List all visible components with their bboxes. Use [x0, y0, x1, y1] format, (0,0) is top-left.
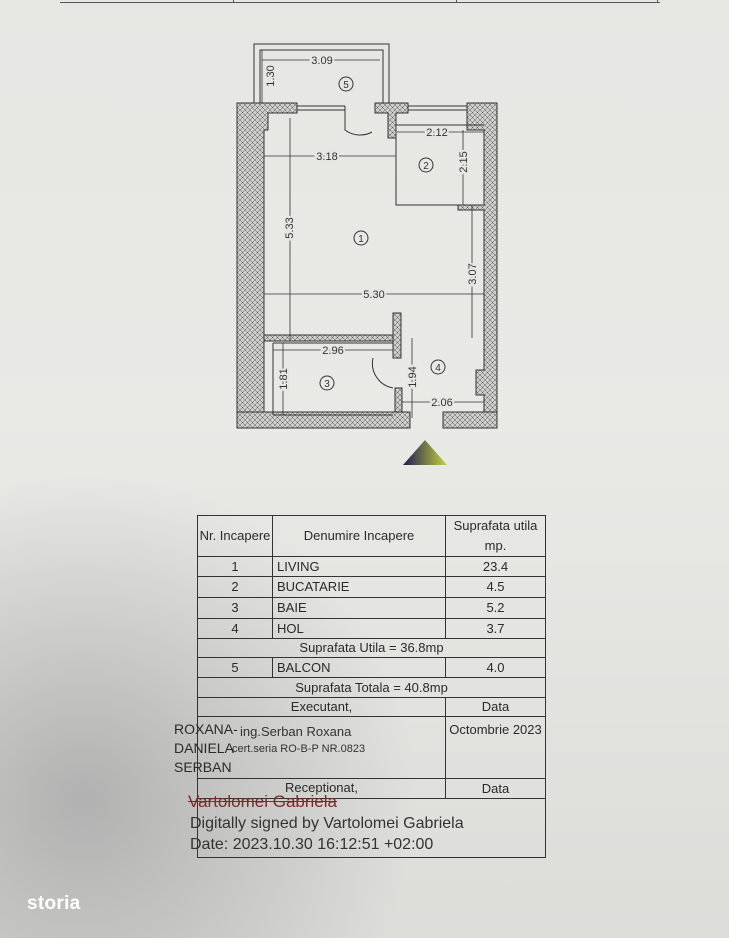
bath-door	[371, 357, 394, 389]
dim-balcony-width: 3.09	[311, 55, 332, 67]
stamp-cert: cert.seria RO-B-P NR.0823	[232, 743, 366, 755]
executant-label: Executant,	[197, 697, 446, 717]
dim-living-top: 3.18	[316, 151, 337, 163]
row-area: 4.5	[445, 576, 546, 598]
storia-logo: storia	[27, 893, 81, 914]
stamp-name: ing.Serban Roxana	[240, 724, 352, 739]
photo-shadow	[0, 470, 420, 938]
room-label-2: 2	[423, 161, 429, 172]
dim-kitchen-depth: 2.15	[458, 151, 470, 172]
dim-kitchen-width: 2.12	[426, 127, 447, 139]
row-area: 3.7	[445, 618, 546, 639]
receiver-name: Vartolomei Gabriela	[188, 792, 337, 811]
dim-hall-width: 2.06	[431, 397, 452, 409]
row-name: HOL	[272, 618, 446, 639]
row-area: 5.2	[445, 597, 546, 619]
room-area-table: Nr. Incapere Denumire Incapere Suprafata…	[197, 515, 546, 858]
data-label-2: Data	[445, 778, 546, 799]
dim-bath-depth: 1.81	[278, 368, 290, 389]
dim-bath-width: 2.96	[322, 345, 343, 357]
divider	[233, 0, 234, 3]
balcony-name: BALCON	[272, 657, 446, 678]
executant-date: Octombrie 2023	[445, 716, 546, 779]
row-name: BAIE	[272, 597, 446, 619]
digital-signature-date: Date: 2023.10.30 16:12:51 +02:00	[190, 836, 434, 853]
header-denumire: Denumire Incapere	[272, 515, 446, 557]
row-nr: 1	[197, 556, 273, 577]
balcony-area: 4.0	[445, 657, 546, 678]
floor-plan: 3.09 1.30 2.12 2.15 3.18 5.33 5.30 3.07 …	[236, 43, 498, 465]
digital-signature-text: Digitally signed by Vartolomei Gabriela	[190, 815, 464, 832]
row-nr: 3	[197, 597, 273, 619]
header-nr: Nr. Incapere	[197, 515, 273, 557]
divider	[657, 0, 658, 3]
row-area: 23.4	[445, 556, 546, 577]
row-name: LIVING	[272, 556, 446, 577]
row-name: BUCATARIE	[272, 576, 446, 598]
compass-north-icon	[403, 440, 447, 465]
dim-living-width: 5.30	[363, 289, 384, 301]
row-nr: 2	[197, 576, 273, 598]
total-row: Suprafata Totala = 40.8mp	[197, 677, 546, 698]
divider	[456, 0, 457, 3]
dim-living-length: 5.33	[284, 217, 296, 238]
dim-hall-depth: 1.94	[407, 366, 419, 387]
balcony-nr: 5	[197, 657, 273, 678]
receiver-signature-box	[197, 798, 546, 858]
data-label: Data	[445, 697, 546, 717]
room-label-4: 4	[435, 363, 441, 374]
room-label-1: 1	[358, 234, 364, 245]
room-label-3: 3	[324, 379, 330, 390]
subtotal-row: Suprafata Utila = 36.8mp	[197, 638, 546, 658]
header-suprafata: Suprafata utila mp.	[445, 515, 546, 557]
room-label-5: 5	[343, 80, 349, 91]
dim-balcony-depth: 1.30	[265, 65, 277, 86]
dim-living-right: 3.07	[467, 263, 479, 284]
row-nr: 4	[197, 618, 273, 639]
balcony-door	[344, 106, 373, 136]
signer-name: ROXANA- DANIELA SERBAN	[174, 721, 238, 775]
previous-table-edge	[60, 0, 660, 3]
